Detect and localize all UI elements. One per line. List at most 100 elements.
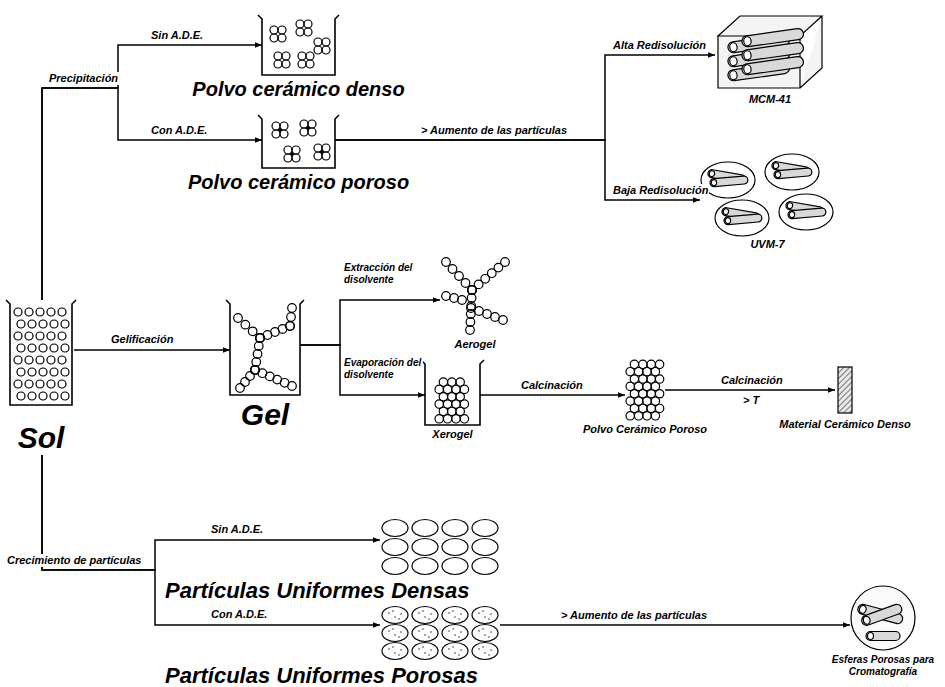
particle [36, 308, 44, 316]
particle [298, 52, 306, 60]
particle [39, 344, 47, 352]
dense-powder-beaker: Polvo cerámico denso [262, 15, 335, 75]
particle [467, 304, 476, 313]
channel-end [709, 170, 715, 177]
particle [467, 294, 476, 303]
pore [392, 628, 394, 630]
pore [388, 648, 390, 650]
particle [14, 308, 22, 316]
particle [47, 356, 55, 364]
edge-label: Gelificación [110, 333, 174, 346]
particle [282, 60, 290, 68]
particle [50, 368, 58, 376]
channel-wall [774, 168, 813, 179]
process-arrow [42, 88, 262, 300]
particle [246, 372, 255, 381]
particle [270, 26, 278, 34]
pore [452, 646, 454, 648]
particle [288, 382, 297, 391]
particle [314, 46, 322, 54]
channel-end [859, 605, 868, 614]
particle [304, 28, 312, 36]
particle [61, 344, 69, 352]
particle [256, 334, 265, 343]
particle [25, 332, 33, 340]
pore [460, 649, 462, 651]
pore [452, 610, 454, 612]
beaker-outline [226, 300, 304, 395]
particle [639, 360, 647, 368]
pore [400, 631, 402, 633]
uniform-porous-particle [412, 625, 438, 642]
particle [475, 307, 484, 316]
pore [392, 610, 394, 612]
beaker-outline [258, 115, 339, 168]
particle [282, 52, 290, 60]
particle [499, 316, 508, 325]
particle [39, 320, 47, 328]
dense-ceramic-bar [838, 367, 852, 413]
particle [28, 392, 36, 400]
particle [466, 326, 475, 335]
particle [234, 314, 243, 323]
particle [278, 26, 286, 34]
particle [36, 356, 44, 364]
particle [461, 279, 470, 288]
particle [50, 320, 58, 328]
particle [448, 378, 456, 386]
particle [270, 34, 278, 42]
particle [36, 380, 44, 388]
channel-wall [724, 214, 763, 225]
particle [50, 344, 58, 352]
pore [478, 648, 480, 650]
particle [61, 392, 69, 400]
channel-end [711, 179, 717, 185]
pore [424, 616, 426, 618]
uniform-porous-particle [382, 625, 408, 642]
block-outline [718, 16, 822, 88]
uniform-porous-particle [442, 625, 468, 642]
mcm41-figure: MCM-41 [715, 10, 825, 90]
particle [466, 318, 475, 327]
channel-end [787, 202, 793, 209]
particle [36, 332, 44, 340]
particle [17, 368, 25, 376]
channel-end [723, 208, 729, 215]
particle [253, 350, 262, 359]
particle [256, 334, 265, 343]
pore [458, 618, 460, 620]
pore [490, 613, 492, 615]
uniform-particle [442, 558, 468, 575]
pore [458, 654, 460, 656]
pore [279, 129, 281, 131]
particle [458, 296, 467, 305]
aggregate-outline [715, 200, 769, 236]
pore [430, 631, 432, 633]
pore [422, 646, 424, 648]
pore [418, 648, 420, 650]
particle [58, 380, 66, 388]
channel-wall [860, 603, 903, 627]
uniform-particle [412, 558, 438, 575]
particle [58, 332, 66, 340]
particle [17, 344, 25, 352]
sphere-outline [851, 586, 915, 650]
porous-powder-beaker: Polvo cerámico poroso [262, 115, 335, 168]
channel-end [773, 162, 779, 169]
particle [58, 356, 66, 364]
edge-label: Extracción del disolvente [343, 262, 423, 285]
particle [241, 378, 250, 387]
node-caption: Polvo cerámico poroso [188, 171, 409, 194]
particle [17, 320, 25, 328]
node-caption: Esferas Porosas para Cromatografía [827, 654, 939, 677]
uniform-porous-particle [412, 643, 438, 660]
particle [296, 28, 304, 36]
particle [286, 322, 295, 331]
edge-label: Alta Redisolución [612, 39, 707, 52]
process-label: Crecimiento de partículas [6, 554, 143, 567]
pore-channel [741, 56, 804, 76]
particle [17, 392, 25, 400]
particle [455, 272, 464, 281]
particle [322, 38, 330, 46]
particle [322, 46, 330, 54]
